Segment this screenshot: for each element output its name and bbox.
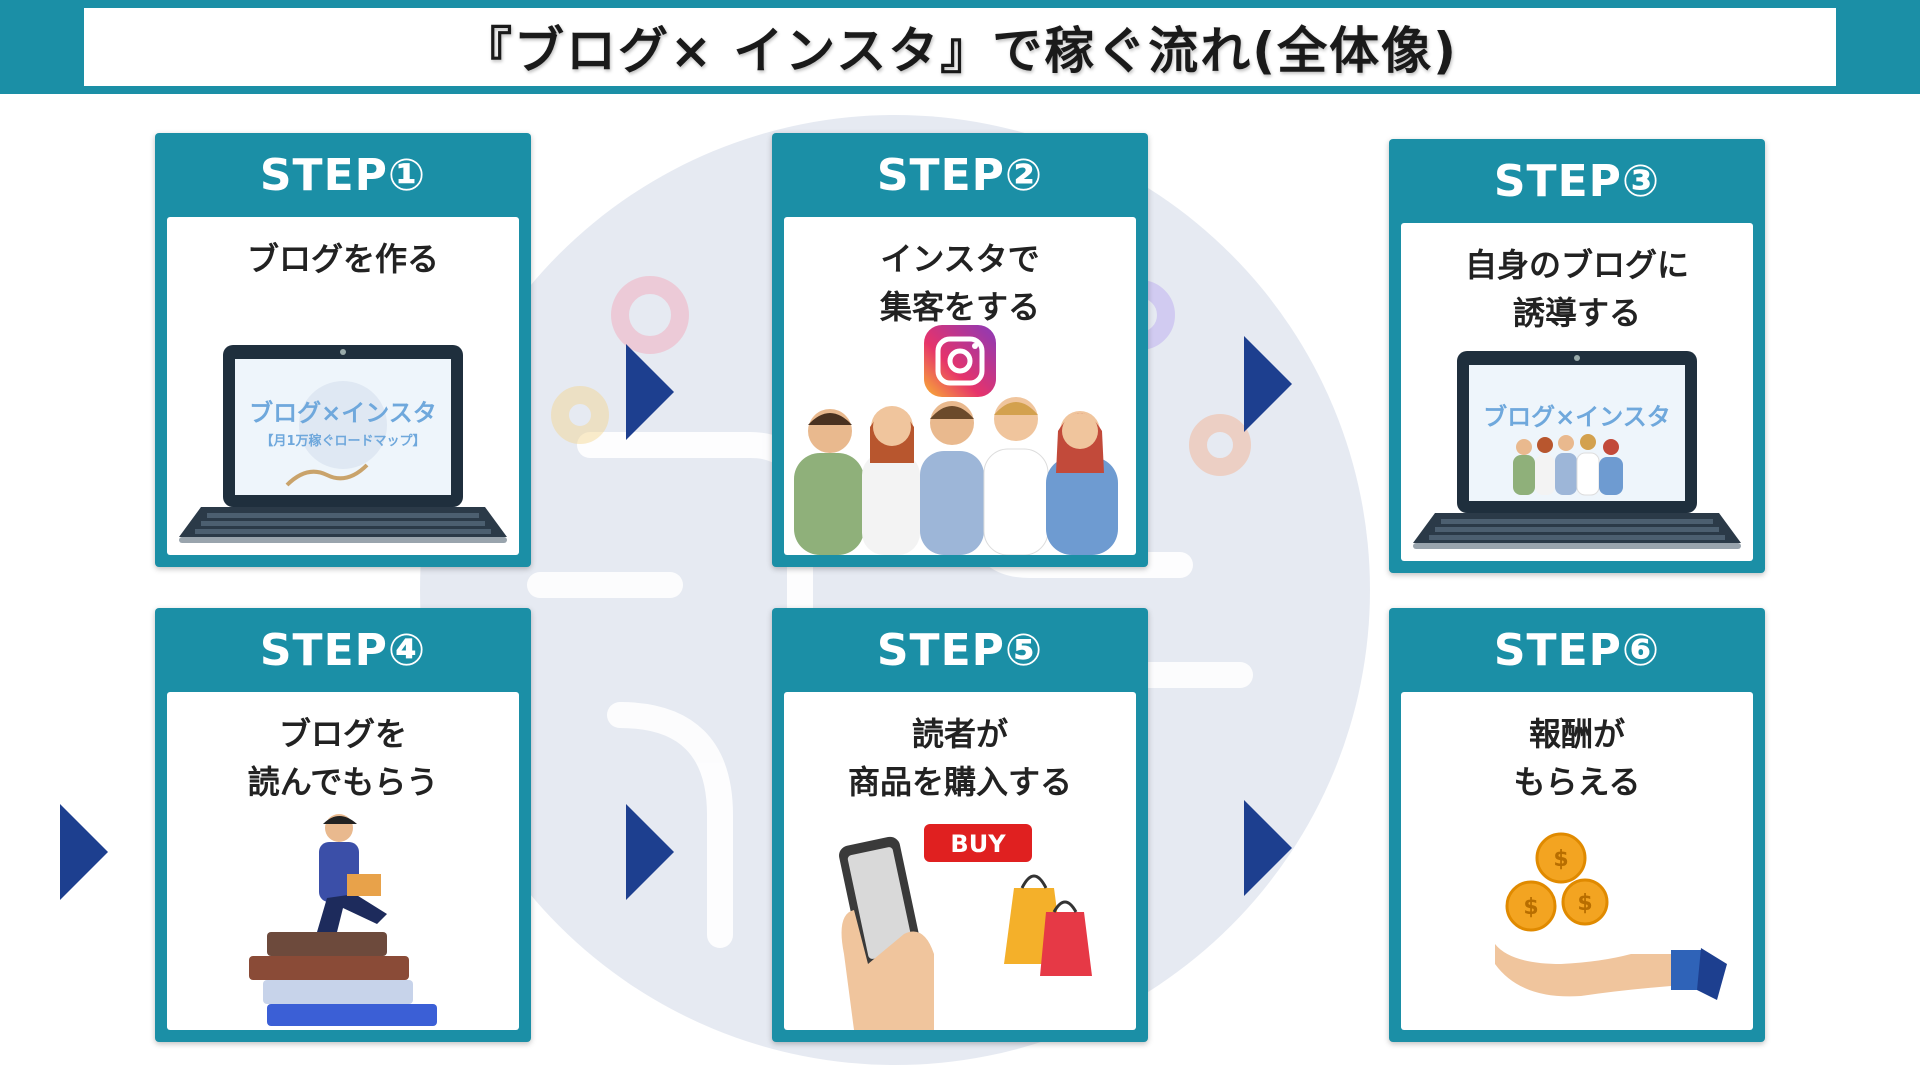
step-text-line: 商品を購入する	[847, 763, 1072, 801]
page-title: 『ブログ× インスタ』で稼ぐ流れ(全体像)	[461, 22, 1458, 80]
step-body: インスタで 集客をする	[784, 217, 1136, 555]
instagram-people-icon	[794, 325, 1118, 555]
step-body: 自身のブログに 誘導する ブログ×インスタ	[1401, 223, 1753, 561]
arrow-1-to-2	[626, 344, 674, 440]
laptop-blog-icon: ブログ×インスタ 【月1万稼ぐロードマップ】	[179, 345, 507, 543]
arrow-2-to-3	[1244, 336, 1292, 432]
step-body: ブログを 読んでもらう	[167, 692, 519, 1030]
step-text-line: もらえる	[1513, 763, 1641, 801]
reading-books-icon	[249, 814, 437, 1026]
step-label: STEP⑥	[1493, 624, 1661, 676]
step-label: STEP④	[259, 624, 427, 676]
step-text-line: 読んでもらう	[247, 763, 439, 801]
svg-text:$: $	[1553, 847, 1568, 872]
step-text-line: ブログを作る	[246, 240, 439, 278]
step-label: STEP⑤	[876, 624, 1044, 676]
laptop-screen-title: ブログ×インスタ	[249, 399, 437, 427]
step-body: ブログを作る ブログ×インスタ 【月1万稼ぐロードマップ】	[167, 217, 519, 555]
step-label: STEP①	[259, 149, 427, 201]
title-box: 『ブログ× インスタ』で稼ぐ流れ(全体像)	[84, 8, 1836, 86]
step-text-line: インスタで	[880, 240, 1040, 278]
step-card-6: STEP⑥ 報酬が もらえる $ $ $	[1389, 608, 1765, 1042]
step-card-4: STEP④ ブログを 読んでもらう	[155, 608, 531, 1042]
step-card-3: STEP③ 自身のブログに 誘導する ブログ×インスタ	[1389, 139, 1765, 573]
laptop-screen-subtitle: 【月1万稼ぐロードマップ】	[260, 433, 425, 449]
step-card-5: STEP⑤ 読者が 商品を購入する BUY	[772, 608, 1148, 1042]
arrow-into-4	[60, 804, 108, 900]
laptop-people-icon: ブログ×インスタ	[1413, 351, 1741, 549]
step-card-1: STEP① ブログを作る ブログ×インスタ 【月1万稼ぐロードマップ】	[155, 133, 531, 567]
laptop-screen-title: ブログ×インスタ	[1483, 403, 1671, 431]
step-body: 報酬が もらえる $ $ $	[1401, 692, 1753, 1030]
arrow-5-to-6	[1244, 800, 1292, 896]
buy-label: BUY	[950, 830, 1006, 858]
svg-text:$: $	[1577, 891, 1592, 916]
coins-hand-icon: $ $ $	[1495, 832, 1727, 1000]
step-text-line: 誘導する	[1512, 294, 1641, 332]
step-card-2: STEP② インスタで 集客をする	[772, 133, 1148, 567]
step-label: STEP③	[1493, 155, 1661, 207]
step-text-line: 読者が	[911, 715, 1008, 753]
step-label: STEP②	[876, 149, 1044, 201]
step-text-line: 集客をする	[879, 288, 1040, 326]
phone-shopping-icon: BUY	[839, 824, 1092, 1030]
step-text-line: ブログを	[278, 715, 407, 753]
svg-text:$: $	[1523, 895, 1538, 920]
arrow-4-to-5	[626, 804, 674, 900]
step-text-line: 報酬が	[1528, 715, 1625, 753]
step-body: 読者が 商品を購入する BUY	[784, 692, 1136, 1030]
step-text-line: 自身のブログに	[1464, 246, 1689, 284]
